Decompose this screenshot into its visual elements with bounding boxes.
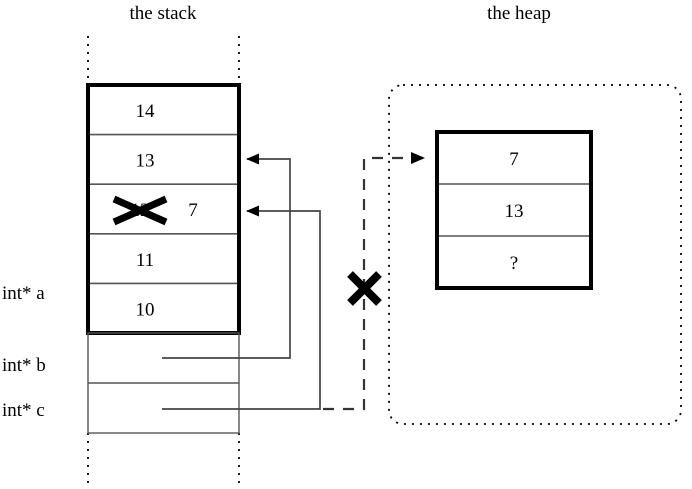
stack-pointer-block xyxy=(87,332,240,434)
stack-cell-value-1: 13 xyxy=(136,151,155,172)
stack-cell-value-3: 11 xyxy=(136,250,154,271)
heap-title: the heap xyxy=(487,3,551,24)
invalid-pointer-cross-icon xyxy=(347,271,382,306)
heap-cell-value-1: 13 xyxy=(505,201,524,222)
heap-array-frame xyxy=(435,130,593,290)
strikethrough-icon xyxy=(112,195,168,226)
pointer-label-c: int* c xyxy=(2,400,45,421)
stack-block-background xyxy=(88,85,239,333)
stack-cell-replacement-2: 7 xyxy=(188,200,198,221)
stack-value-block: 14 13 12 7 11 10 xyxy=(86,83,241,335)
pointer-arrow-b xyxy=(162,205,321,410)
stack-cell-value-4: 10 xyxy=(136,299,155,320)
heap-cell-value-0: 7 xyxy=(509,149,519,170)
heap-array: 7 13 ? xyxy=(435,130,593,290)
heap-boundary xyxy=(388,84,682,425)
pointer-label-a: int* a xyxy=(2,283,45,304)
heap-array-background xyxy=(437,132,591,288)
stack-title: the stack xyxy=(129,3,197,24)
heap-cell-value-2: ? xyxy=(510,253,518,274)
pointer-label-b: int* b xyxy=(2,355,46,376)
stack-cell-value-0: 14 xyxy=(136,101,156,122)
pointer-arrow-a xyxy=(162,153,291,359)
